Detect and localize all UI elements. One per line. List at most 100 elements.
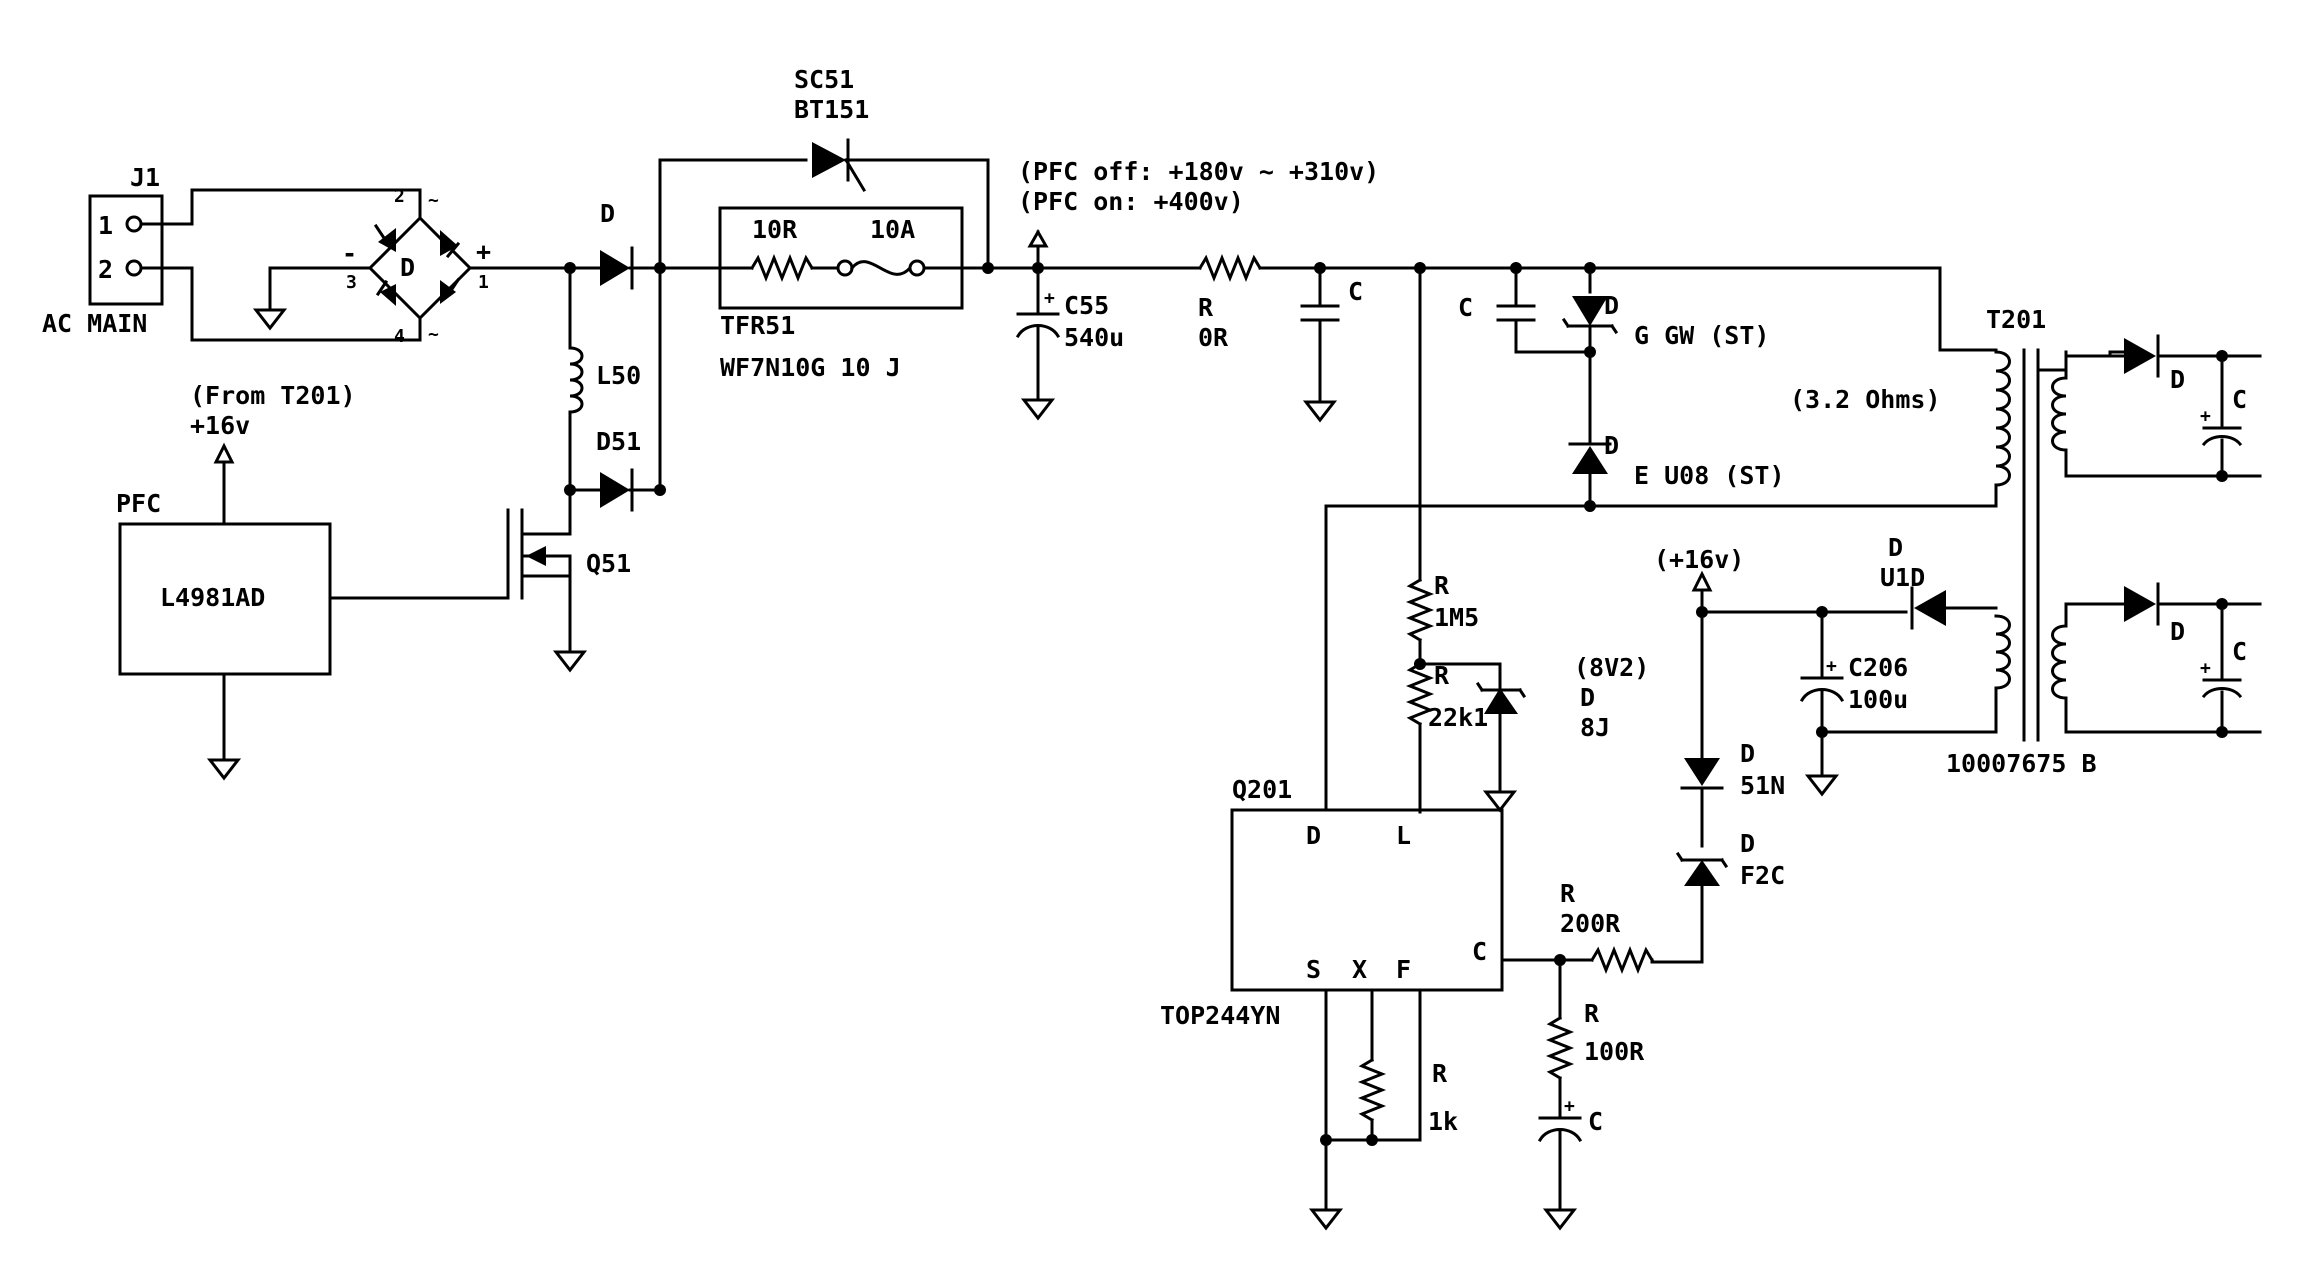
c206-ref: C206 [1848, 653, 1908, 682]
tfr51-label: TFR51 [720, 311, 795, 340]
r22k1-val: 22k1 [1428, 703, 1488, 732]
d8j-ref: D [1580, 683, 1595, 712]
ac-main-label: AC MAIN [42, 309, 147, 338]
from-t201-note: (From T201) [190, 381, 356, 410]
feedback-diodes [1650, 610, 1729, 964]
junction-dot [1554, 954, 1566, 966]
bridge-minus-label: - [342, 239, 357, 268]
c206-val: 100u [1848, 685, 1908, 714]
bridge-pin1-label: 1 [478, 272, 489, 293]
d-u08-val: E U08 (ST) [1634, 461, 1785, 490]
c-out1-label: C [2232, 385, 2247, 414]
transformer-t201 [1324, 266, 2202, 812]
junction-dots [564, 262, 1828, 738]
bridge-pin2-label: 2 [394, 186, 405, 207]
l50-label: L50 [596, 361, 641, 390]
r100r-ref: R [1584, 999, 1600, 1028]
q51-label: Q51 [586, 549, 631, 578]
connector-j1 [88, 188, 422, 342]
c-clamp-label: C [1458, 293, 1473, 322]
boost-inductor-l50 [568, 266, 584, 492]
j1-label: J1 [130, 163, 160, 192]
output-rectifier-2: + [2124, 582, 2262, 734]
d51n-val: 51N [1740, 771, 1785, 800]
c55-val: 540u [1064, 323, 1124, 352]
du1d-ref: D [1888, 533, 1903, 562]
pfc-label: PFC [116, 489, 161, 518]
ground-icon [1304, 380, 1336, 422]
pin-d-label: D [1306, 821, 1321, 850]
l4981ad-label: L4981AD [160, 583, 265, 612]
pin-f-label: F [1396, 955, 1411, 984]
bulk-capacitor-c55: + [1015, 228, 1061, 382]
du1d-val: U1D [1880, 563, 1925, 592]
ground-icon [208, 738, 240, 780]
bridge-tilde-top: ~ [428, 190, 439, 211]
pin-s-label: S [1306, 955, 1321, 984]
plus16-aux-label: (+16v) [1654, 545, 1744, 574]
bypass-diode [568, 246, 662, 290]
junction-dot [1320, 1134, 1332, 1146]
output-rectifier-1: + [2108, 334, 2262, 478]
wf7n10g-label: WF7N10G 10 J [720, 353, 901, 382]
j1-pin2-label: 2 [98, 255, 113, 284]
bridge-ref-label: D [400, 253, 415, 282]
inrush-limiter-tfr51 [718, 206, 1162, 310]
resistor-0r [1158, 256, 1942, 280]
r10r-label: 10R [752, 215, 798, 244]
svg-text:+: + [2200, 406, 2211, 427]
f10a-label: 10A [870, 215, 915, 244]
svg-text:+: + [2200, 658, 2211, 679]
sc51-ref: SC51 [794, 65, 854, 94]
r0r-ref: R [1198, 293, 1214, 322]
d51n-ref: D [1740, 739, 1755, 768]
df2c-val: F2C [1740, 861, 1785, 890]
ground-icon [554, 630, 586, 672]
transformer-part-label: 10007675 B [1946, 749, 2097, 778]
svg-text:+: + [1564, 1096, 1575, 1117]
bypass-diode-label: D [600, 199, 615, 228]
d-gw-ref: D [1604, 291, 1619, 320]
controller-q201-box [1230, 808, 1504, 992]
ground-icon [1484, 770, 1516, 812]
mosfet-q51 [506, 488, 572, 634]
ground-icon [254, 288, 286, 330]
d-out1-label: D [2170, 365, 2185, 394]
pin-c-label: C [1472, 937, 1487, 966]
bridge-pin4-label: 4 [394, 326, 405, 347]
r22k1-ref: R [1434, 661, 1450, 690]
bridge-pin3-label: 3 [346, 272, 357, 293]
r1k-val: 1k [1428, 1107, 1458, 1136]
c-top-label: C [1348, 277, 1363, 306]
r1k-ref: R [1432, 1059, 1448, 1088]
d-gw-val: G GW (ST) [1634, 321, 1769, 350]
r200r-ref: R [1560, 879, 1576, 908]
d-u08-ref: D [1604, 431, 1619, 460]
c-out2-label: C [2232, 637, 2247, 666]
junction-dot [2216, 598, 2228, 610]
q201-pin-resistor [1324, 988, 1422, 1192]
q201-label: Q201 [1232, 775, 1292, 804]
aux-supply: + [1691, 570, 2011, 758]
r0r-val: 0R [1198, 323, 1229, 352]
r200r-val: 200R [1560, 909, 1621, 938]
pin-l-label: L [1396, 821, 1411, 850]
svg-text:+: + [1826, 656, 1837, 677]
bridge-tilde-bottom: ~ [428, 324, 439, 345]
ground-icon [1544, 1188, 1576, 1230]
d-out2-label: D [2170, 617, 2185, 646]
startup-divider [1408, 266, 1527, 814]
d8j-val: 8J [1580, 713, 1610, 742]
d8j-note: (8V2) [1574, 653, 1649, 682]
sc51-part: BT151 [794, 95, 869, 124]
junction-dot [1366, 1134, 1378, 1146]
r100r-val: 100R [1584, 1037, 1645, 1066]
junction-dot [2216, 350, 2228, 362]
capacitor-c-top [1300, 266, 1340, 384]
r1m5-ref: R [1434, 571, 1450, 600]
c-comp-label: C [1588, 1107, 1603, 1136]
t201-label: T201 [1986, 305, 2046, 334]
pin-x-label: X [1352, 955, 1367, 984]
scr-sc51 [658, 138, 990, 270]
